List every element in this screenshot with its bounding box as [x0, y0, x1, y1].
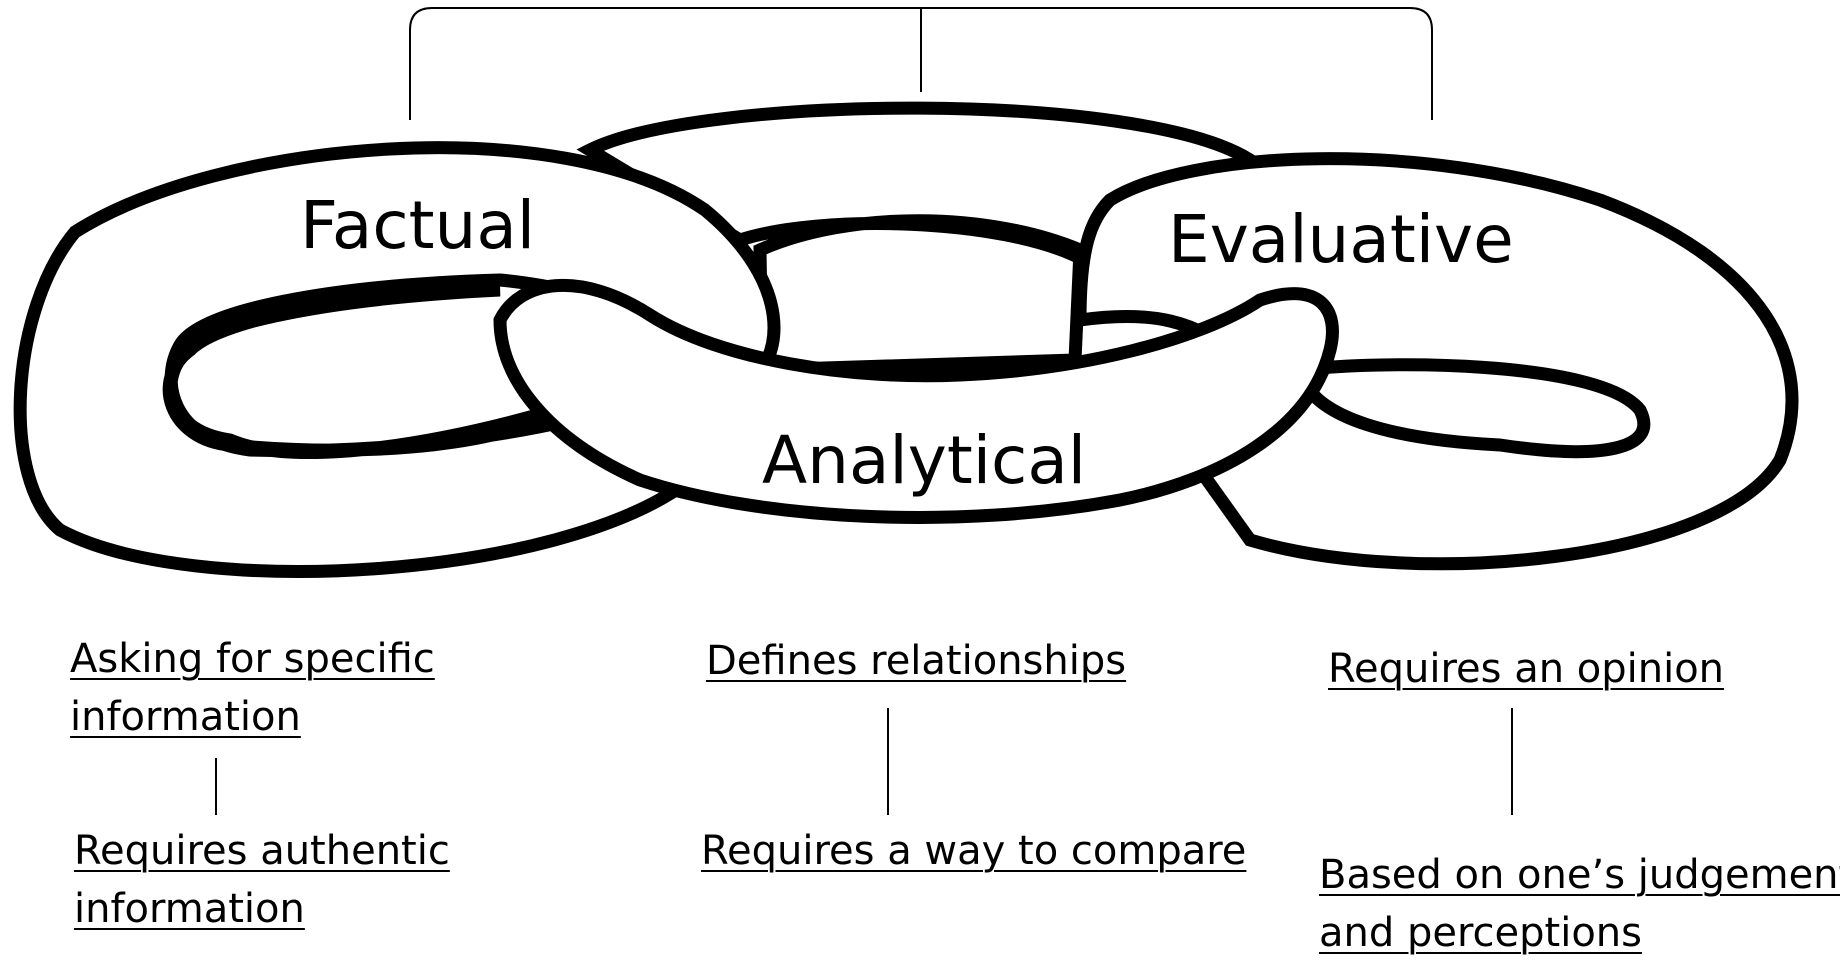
evaluative-link — [1073, 152, 1799, 571]
analytical-label: Analytical — [762, 422, 1086, 499]
evaluative-label: Evaluative — [1168, 201, 1514, 278]
evaluative-description-1-text: Requires an opinion — [1328, 646, 1725, 692]
analytical-description-2: Requires a way to compare — [701, 822, 1246, 880]
analytical-description-2-text: Requires a way to compare — [701, 828, 1247, 874]
factual-description-1-line1: Asking for specific — [70, 636, 435, 682]
factual-description-1-line2: information — [70, 694, 301, 740]
evaluative-description-2-line2: and perceptions — [1319, 910, 1642, 956]
analytical-description-1-text: Defines relationships — [706, 638, 1127, 684]
analytical-description-1: Defines relationships — [706, 632, 1126, 690]
top-bracket — [409, 7, 1433, 120]
analytical-link-front — [493, 278, 1339, 524]
factual-description-2: Requires authentic information — [74, 822, 450, 938]
factual-description-1: Asking for specific information — [70, 630, 435, 746]
factual-description-2-line2: information — [74, 886, 305, 932]
evaluative-description-1: Requires an opinion — [1328, 640, 1724, 698]
evaluative-description-2: Based on one’s judgement and perceptions — [1319, 846, 1840, 962]
factual-description-2-line1: Requires authentic — [74, 828, 450, 874]
factual-label: Factual — [300, 187, 535, 264]
evaluative-description-2-line1: Based on one’s judgement — [1319, 852, 1840, 898]
